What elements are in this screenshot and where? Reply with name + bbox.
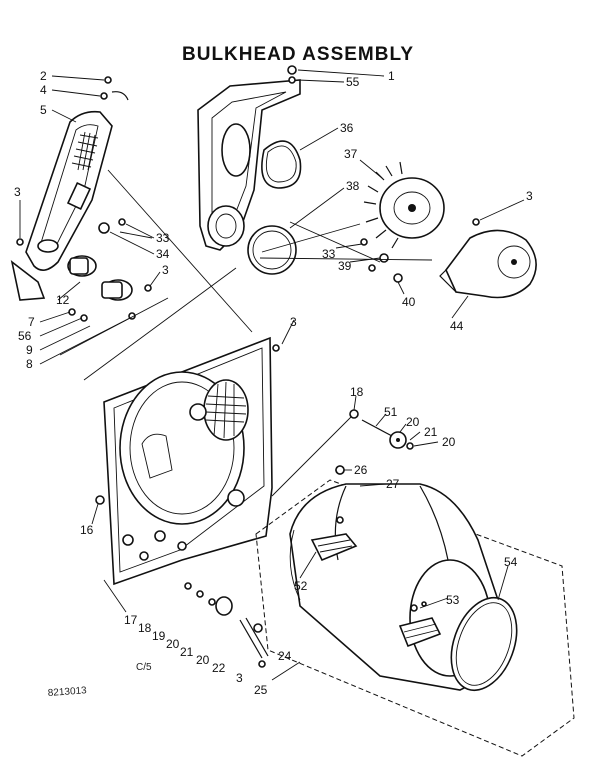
callout-16: 16 — [80, 523, 94, 537]
callout-4: 4 — [40, 83, 47, 97]
screw-part-3-panel — [272, 344, 280, 352]
callout-21: 21 — [180, 645, 194, 659]
duct-cover-part-5 — [25, 110, 113, 271]
callout-33: 33 — [322, 247, 336, 261]
thermal-fuse-part-12 — [67, 255, 97, 277]
callout-37: 37 — [344, 147, 358, 161]
drum-assembly-part-25 — [255, 465, 575, 757]
callout-20: 20 — [442, 435, 456, 449]
screw-part-39b — [368, 264, 376, 272]
screw-part-1 — [287, 65, 297, 75]
callout-9: 9 — [26, 343, 33, 357]
baffle-part-53 — [398, 601, 442, 648]
bulkhead-panel-part-17 — [103, 336, 273, 586]
callout-27: 27 — [386, 477, 400, 491]
callout-20: 20 — [166, 637, 180, 651]
callout-20: 20 — [196, 653, 210, 667]
screw-part-4 — [100, 92, 108, 100]
callout-3: 3 — [290, 315, 297, 329]
callout-51: 51 — [384, 405, 398, 419]
callout-3: 3 — [526, 189, 533, 203]
callout-2: 2 — [40, 69, 47, 83]
callout-24: 24 — [278, 649, 292, 663]
screw-part-33-right — [360, 238, 368, 246]
roller-part-21-lower — [215, 596, 233, 616]
screw-part-18-lower — [184, 582, 192, 590]
callout-numbers: 2 4 5 3 12 7 56 9 8 33 34 3 1 55 36 37 3… — [14, 69, 533, 697]
gasket-part-36 — [261, 140, 302, 189]
callout-52: 52 — [294, 579, 308, 593]
washer-part-20-lower — [208, 598, 216, 606]
callout-3: 3 — [162, 263, 169, 277]
callout-22: 22 — [212, 661, 226, 675]
callout-40: 40 — [402, 295, 416, 309]
washer-part-55 — [288, 76, 296, 84]
callout-5: 5 — [40, 103, 47, 117]
callout-44: 44 — [450, 319, 464, 333]
callout-26: 26 — [354, 463, 368, 477]
thermostat-part-7 — [101, 279, 133, 301]
screw-part-3-housing — [472, 218, 480, 226]
callout-3: 3 — [236, 671, 243, 685]
screw-part-18-upper — [349, 409, 359, 419]
screw-part-40 — [393, 273, 403, 283]
washer-part-20 — [406, 442, 414, 450]
callout-38: 38 — [346, 179, 360, 193]
lint-filter-grille — [205, 381, 247, 439]
small-hardware-left — [10, 76, 152, 322]
callout-18: 18 — [138, 621, 152, 635]
callout-7: 7 — [28, 315, 35, 329]
screw-part-3-left — [144, 284, 152, 292]
screw-part-16 — [95, 495, 105, 505]
clip-part-24 — [253, 623, 263, 633]
washer-part-19 — [196, 590, 204, 598]
callout-3: 3 — [14, 185, 21, 199]
note-drawing-number: 8213013 — [47, 685, 87, 699]
callout-33: 33 — [156, 231, 170, 245]
blower-wheel-part-37 — [363, 161, 445, 249]
blower-housing-part-44 — [439, 229, 537, 299]
leader-lines — [19, 69, 525, 681]
exhaust-duct-housing — [197, 79, 301, 251]
shaft-part-22 — [239, 619, 263, 659]
screw-part-2 — [104, 76, 112, 84]
callout-17: 17 — [124, 613, 138, 627]
screw-part-34 — [98, 222, 110, 234]
callout-18: 18 — [350, 385, 364, 399]
callout-20: 20 — [406, 415, 420, 429]
callout-25: 25 — [254, 683, 268, 697]
screw-part-3-lower — [258, 660, 266, 668]
screw-part-3-upper — [16, 238, 24, 246]
callout-53: 53 — [446, 593, 460, 607]
callout-55: 55 — [346, 75, 360, 89]
callout-39: 39 — [338, 259, 352, 273]
bracket-part-12 — [10, 260, 46, 301]
callout-56: 56 — [18, 329, 32, 343]
callout-12: 12 — [56, 293, 70, 307]
callout-1: 1 — [388, 69, 395, 83]
clip-part-39 — [379, 253, 389, 263]
callout-21: 21 — [424, 425, 438, 439]
diagram-title: BULKHEAD ASSEMBLY — [182, 44, 414, 65]
screw-part-26 — [335, 465, 345, 475]
callout-36: 36 — [340, 121, 354, 135]
screw-part-33 — [118, 218, 126, 226]
callout-34: 34 — [156, 247, 170, 261]
gasket-part-38 — [247, 225, 297, 275]
callout-54: 54 — [504, 555, 518, 569]
lint-screen-grille — [71, 131, 99, 171]
callout-19: 19 — [152, 629, 166, 643]
note-code: C/5 — [136, 662, 152, 673]
callout-8: 8 — [26, 357, 33, 371]
baffle-part-52 — [310, 533, 358, 562]
